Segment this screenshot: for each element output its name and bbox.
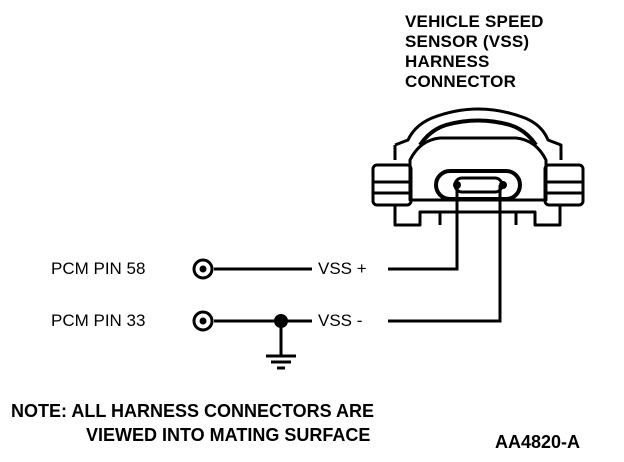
title-line-2: SENSOR (VSS): [405, 32, 530, 51]
vss-plus-label: VSS +: [318, 259, 367, 278]
title-line-3: HARNESS: [405, 52, 490, 71]
title-line-1: VEHICLE SPEED: [405, 12, 544, 31]
vss-minus-label: VSS -: [318, 311, 363, 330]
pcm-pin-33-label: PCM PIN 33: [51, 311, 146, 330]
title-line-4: CONNECTOR: [405, 72, 517, 91]
figure-id: AA4820-A: [495, 432, 581, 452]
ground-symbol: [266, 354, 296, 370]
wire-vss-minus-right: [388, 185, 502, 323]
wires: [214, 185, 502, 356]
pcm-pin-33-terminal: [192, 310, 214, 332]
pin-terminals: [192, 258, 214, 332]
note-line-2: VIEWED INTO MATING SURFACE: [86, 425, 371, 445]
vss-harness-connector: [371, 107, 585, 227]
connector-title: VEHICLE SPEED SENSOR (VSS) HARNESS CONNE…: [405, 12, 544, 92]
wire-vss-plus-right: [388, 185, 459, 271]
pcm-pin-58-terminal: [192, 258, 214, 280]
pcm-pin-58-label: PCM PIN 58: [51, 259, 146, 278]
splice-junction-dot: [274, 314, 288, 328]
note-line-1: NOTE: ALL HARNESS CONNECTORS ARE: [11, 401, 375, 421]
